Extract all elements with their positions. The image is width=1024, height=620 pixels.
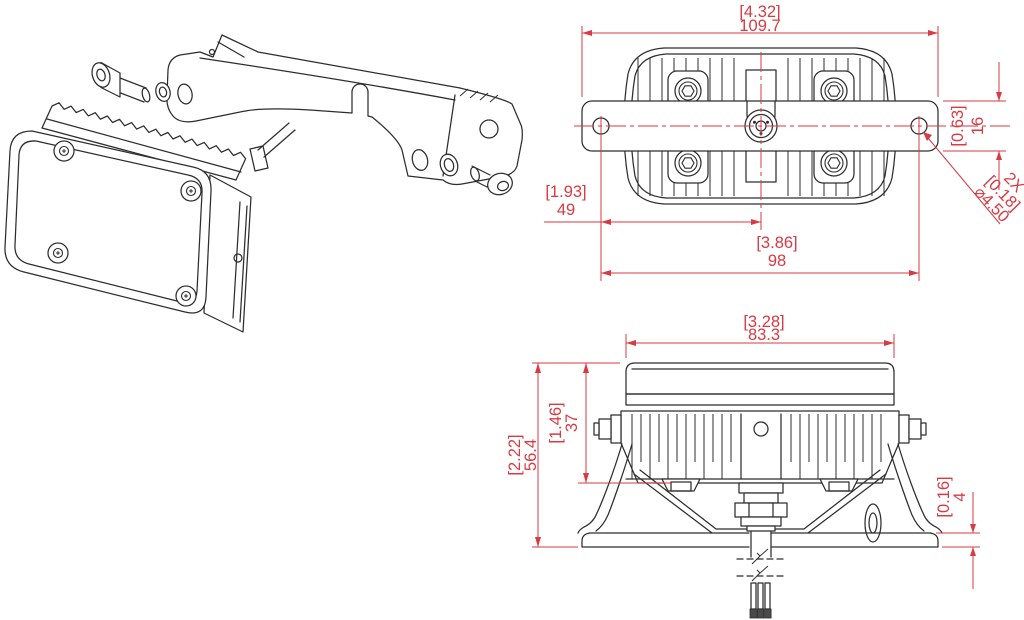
lens-front (625, 362, 895, 395)
dim-overall-width-mm: 109.7 (739, 17, 780, 35)
mounting-bracket-arm (166, 34, 523, 186)
dim-overall-width-in: [4.32] (739, 3, 780, 21)
dim-hole-offset-mm: 49 (557, 201, 575, 219)
breather-hole (753, 421, 769, 437)
heatsink-fins-iso (41, 102, 247, 181)
cap-screw-left (91, 61, 151, 103)
wire-tip (749, 608, 757, 619)
bezel-band (625, 393, 895, 406)
dim-body-height-mm: 37 (563, 414, 581, 432)
washer-left (155, 82, 171, 102)
pedestal-bracket (577, 443, 943, 548)
top-view: [4.32] 109.7 [0.63] 16 2X [0.18] ⌀4.50 [… (544, 3, 1024, 281)
lens-bezel (4, 130, 212, 314)
cap-screw-right (469, 165, 513, 196)
cable-gland (734, 482, 788, 532)
housing-screw-2 (820, 77, 848, 105)
wire-pins (257, 122, 296, 158)
wire-connector-base (249, 145, 269, 172)
side-bolt-right (898, 414, 927, 444)
dim-bracket-height-mm: 16 (969, 117, 987, 135)
dim-overall-height-in: [2.22] (506, 434, 524, 475)
dim-body-height-in: [1.46] (547, 402, 565, 443)
dim-base-thickness-mm: 4 (951, 492, 969, 501)
side-vent-hole (233, 253, 243, 263)
housing-screw-4 (820, 149, 848, 177)
dim-hole-offset-in: [1.93] (545, 183, 586, 201)
dim-hole-spacing-in: [3.86] (756, 234, 797, 252)
dim-hole-spacing-mm: 98 (768, 252, 786, 270)
wire-tip (756, 608, 765, 619)
bracket-slot-right (411, 149, 429, 171)
housing-screw-1 (674, 77, 702, 105)
dim-base-thickness-in: [0.16] (935, 476, 953, 517)
bracket-slot-left (177, 83, 193, 105)
dim-bracket-height-in: [0.63] (949, 105, 967, 146)
washer-right (439, 153, 459, 177)
lens-screw-br (175, 285, 197, 307)
dim-lens-width-mm: 83.3 (748, 326, 780, 344)
lens-screw-tl (53, 140, 75, 162)
housing-screw-3 (674, 149, 702, 177)
lens-screw-tr (180, 180, 202, 202)
isometric-exploded-view (4, 34, 523, 333)
led-light-body (4, 102, 296, 333)
lens-screw-bl (47, 242, 69, 264)
heatsink-fins-front (631, 414, 882, 479)
power-cable (736, 530, 786, 619)
dim-lens-width-in: [3.28] (743, 313, 784, 331)
side-bolt-left (593, 414, 622, 444)
front-view: [3.28] 83.3 [2.22] 56.4 [1.46] 37 [0.16]… (506, 313, 980, 619)
wire-tip (764, 608, 772, 619)
bracket-hole-right (479, 119, 499, 139)
dim-overall-height-mm: 56.4 (522, 439, 540, 471)
bracket-pilot-hole (208, 48, 216, 56)
